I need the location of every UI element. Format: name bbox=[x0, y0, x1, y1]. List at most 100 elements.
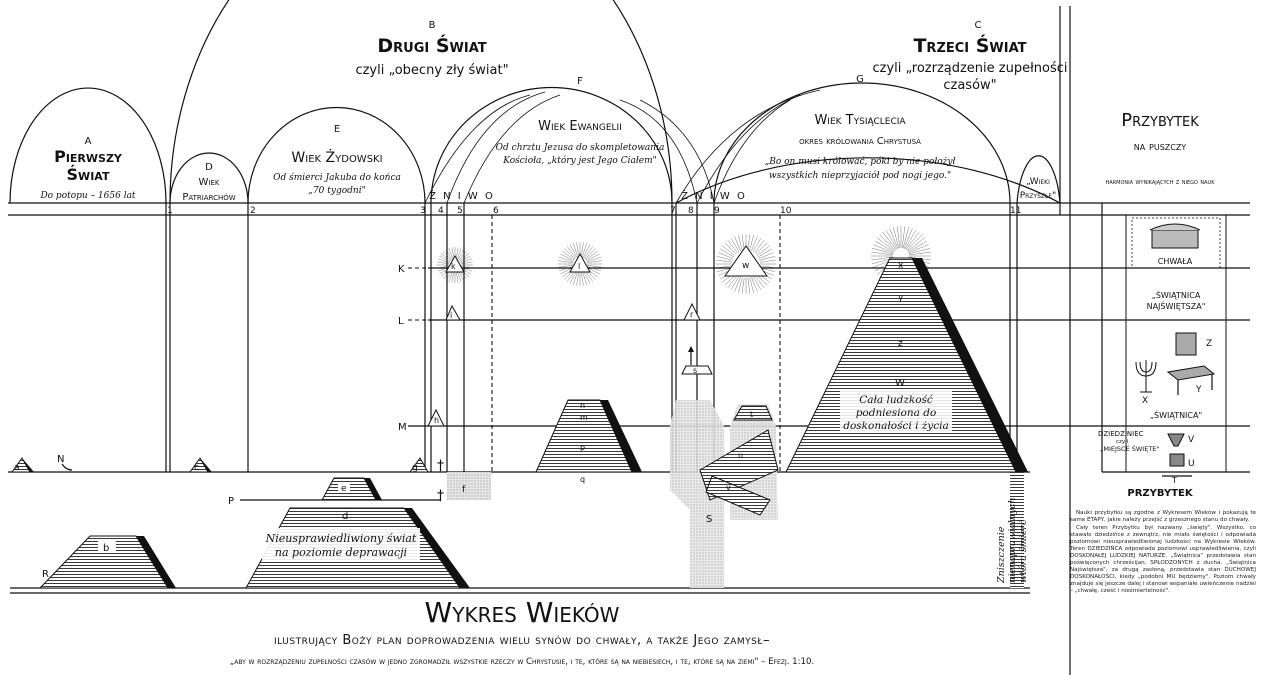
svg-text:Do potopu – 1656 lat: Do potopu – 1656 lat bbox=[39, 191, 135, 201]
svg-text:6: 6 bbox=[493, 206, 499, 216]
figure-r: r bbox=[683, 302, 701, 321]
svg-text:CHWAŁA: CHWAŁA bbox=[1158, 257, 1193, 266]
svg-text:wtóra śmierć: wtóra śmierć bbox=[1018, 519, 1029, 583]
svg-text:Pierwszy: Pierwszy bbox=[54, 147, 123, 166]
svg-text:B: B bbox=[429, 20, 436, 31]
svg-text:2: 2 bbox=[250, 206, 256, 216]
figure-i: i bbox=[445, 304, 461, 321]
svg-text:i: i bbox=[450, 311, 452, 320]
figure-s: s bbox=[681, 346, 713, 375]
svg-text:w: w bbox=[742, 261, 749, 271]
figure-f: f † † bbox=[437, 458, 491, 504]
svg-text:D: D bbox=[205, 162, 213, 173]
svg-text:Wiek: Wiek bbox=[199, 177, 220, 188]
svg-text:K: K bbox=[398, 264, 405, 275]
svg-text:wszystkich nieprzyjaciół pod n: wszystkich nieprzyjaciół pod nogi jego." bbox=[769, 170, 951, 181]
svg-text:f: f bbox=[462, 485, 466, 495]
svg-text:c: c bbox=[194, 463, 199, 473]
svg-text:Kościoła, „który jest Jego Cia: Kościoła, „który jest Jego Ciałem" bbox=[502, 155, 657, 166]
arc-e bbox=[247, 106, 426, 204]
svg-text:d: d bbox=[342, 511, 348, 522]
svg-text:n: n bbox=[580, 401, 585, 410]
svg-text:DZIEDZINIEC: DZIEDZINIEC bbox=[1098, 430, 1144, 438]
svg-text:†: † bbox=[437, 488, 444, 504]
svg-text:czasów": czasów" bbox=[943, 78, 996, 93]
figure-c: c bbox=[189, 457, 212, 473]
svg-text:Wykres Wieków: Wykres Wieków bbox=[425, 596, 620, 629]
svg-text:V: V bbox=[1188, 435, 1195, 445]
svg-text:„MIEJSCE ŚWIĘTE": „MIEJSCE ŚWIĘTE" bbox=[1100, 444, 1159, 453]
frame bbox=[8, 6, 1250, 675]
svg-text:NAJŚWIĘTSZA": NAJŚWIĘTSZA" bbox=[1147, 300, 1206, 311]
svg-text:Świat: Świat bbox=[67, 165, 110, 184]
svg-text:8: 8 bbox=[688, 206, 694, 216]
svg-text:Przyszłe": Przyszłe" bbox=[1020, 191, 1057, 201]
svg-text:ilustrujący Boży plan doprowad: ilustrujący Boży plan doprowadzenia wiel… bbox=[274, 633, 770, 648]
svg-text:r: r bbox=[690, 310, 694, 319]
svg-text:S: S bbox=[706, 514, 712, 525]
svg-text:P: P bbox=[228, 496, 234, 507]
svg-text:Nieusprawiedliwiony świat: Nieusprawiedliwiony świat bbox=[265, 532, 417, 545]
arc-c bbox=[675, 157, 1061, 204]
arc-b bbox=[169, 0, 673, 204]
svg-text:„70 tygodni": „70 tygodni" bbox=[308, 186, 365, 196]
svg-text:Od śmierci Jakuba do końca: Od śmierci Jakuba do końca bbox=[273, 172, 401, 183]
figure-k: k bbox=[445, 254, 465, 273]
svg-text:N: N bbox=[57, 454, 64, 465]
svg-text:na poziomie deprawacji: na poziomie deprawacji bbox=[275, 546, 407, 559]
arc-future bbox=[1016, 155, 1061, 204]
age-F-label: F Wiek Ewangelii Od chrztu Jezusa do sko… bbox=[496, 76, 665, 166]
svg-text:M: M bbox=[398, 422, 407, 433]
svg-text:A: A bbox=[85, 136, 92, 147]
svg-text:z: z bbox=[898, 339, 903, 349]
svg-text:Drugi Świat: Drugi Świat bbox=[377, 33, 486, 57]
svg-text:9: 9 bbox=[714, 206, 720, 216]
incense-altar-icon bbox=[1175, 332, 1197, 356]
svg-text:Wiek Tysiąclecia: Wiek Tysiąclecia bbox=[814, 113, 906, 128]
tabernacle-title: Przybytek bbox=[1121, 110, 1199, 131]
chart-title: Wykres Wieków ilustrujący Boży plan dopr… bbox=[230, 596, 814, 667]
svg-text:R: R bbox=[42, 569, 49, 580]
svg-text:y: y bbox=[898, 293, 904, 303]
svg-text:Od chrztu Jezusa do skompletow: Od chrztu Jezusa do skompletowania bbox=[496, 143, 665, 153]
figure-d: d Nieusprawiedliwiony świat na poziomie … bbox=[245, 507, 470, 589]
svg-text:m: m bbox=[580, 413, 588, 422]
ark-icon bbox=[1149, 223, 1201, 249]
age-B-label: B Drugi Świat czyli „obecny zły świat" bbox=[355, 20, 508, 78]
svg-text:Z: Z bbox=[1206, 339, 1212, 349]
svg-text:„Wieki: „Wieki bbox=[1026, 177, 1050, 187]
tabernacle-harmony: harmonia wynikających z niego nauk bbox=[1106, 177, 1216, 186]
arc-a bbox=[9, 87, 167, 204]
svg-text:U: U bbox=[1188, 459, 1195, 469]
figure-l: l bbox=[569, 252, 591, 273]
figure-g: g bbox=[409, 457, 429, 473]
svg-text:nienaprawialnych: nienaprawialnych bbox=[1007, 497, 1018, 583]
svg-text:t: t bbox=[750, 410, 753, 419]
division-numbers: 1 2 3 4 5 6 7 8 9 10 11 bbox=[167, 206, 1021, 216]
svg-text:F: F bbox=[577, 76, 583, 87]
second-death-bar: Zniszczenie nienaprawialnych wtóra śmier… bbox=[996, 472, 1029, 588]
brazen-altar-icon bbox=[1162, 453, 1192, 477]
division-lines bbox=[165, 203, 1018, 472]
svg-text:czyli „rozrządzenie zupełności: czyli „rozrządzenie zupełności bbox=[872, 61, 1067, 76]
tabernacle-panel: Przybytek na puszczy harmonia wynikający… bbox=[1098, 110, 1250, 499]
svg-text:„aby w rozrządzeniu zupełności: „aby w rozrządzeniu zupełności czasów w … bbox=[230, 657, 814, 667]
svg-text:Patriarchów: Patriarchów bbox=[182, 192, 235, 203]
svg-text:Trzeci Świat: Trzeci Świat bbox=[913, 33, 1026, 57]
svg-text:e: e bbox=[341, 484, 347, 494]
svg-text:5: 5 bbox=[457, 206, 463, 216]
svg-text:Cała ludzkość: Cała ludzkość bbox=[859, 393, 933, 406]
tabernacle-description: Nauki przybytku są zgodne z Wykresem Wie… bbox=[1070, 510, 1256, 670]
svg-text:10: 10 bbox=[780, 206, 792, 216]
tabernacle-paragraph-1: Nauki przybytku są zgodne z Wykresem Wie… bbox=[1070, 510, 1256, 523]
svg-text:4: 4 bbox=[438, 206, 444, 216]
svg-text:h: h bbox=[434, 416, 439, 425]
svg-text:k: k bbox=[451, 262, 456, 271]
svg-text:Wiek Żydowski: Wiek Żydowski bbox=[291, 148, 382, 166]
svg-text:b: b bbox=[103, 543, 109, 554]
svg-text:3: 3 bbox=[420, 206, 426, 216]
age-future-label: „Wieki Przyszłe" bbox=[1020, 177, 1057, 201]
age-arcs bbox=[9, 0, 1061, 204]
laver-icon bbox=[1167, 433, 1185, 447]
